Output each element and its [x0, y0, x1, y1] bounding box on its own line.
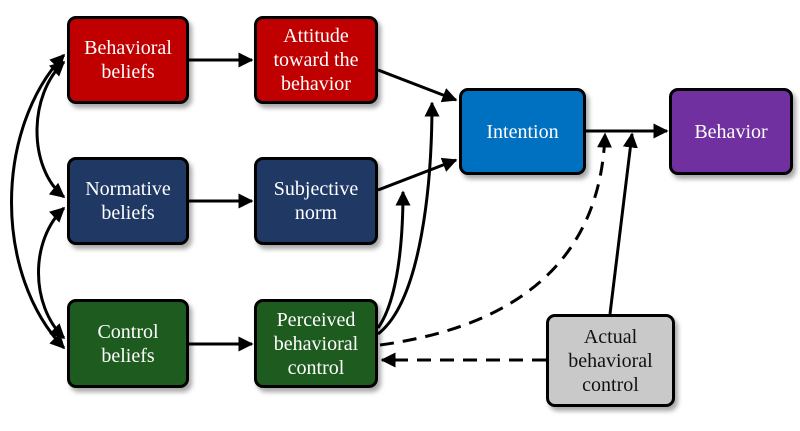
attitude-line-3: behavior: [281, 73, 351, 95]
behavioral-beliefs-node: Behavioral beliefs: [67, 16, 189, 104]
control-beliefs-node: Control beliefs: [67, 299, 189, 388]
attitude-line-1: Attitude: [283, 25, 349, 47]
behavior-node: Behavior: [669, 88, 793, 175]
arrow-perceived-control-to-intention: [377, 101, 440, 336]
subjective-norm-node: Subjective norm: [254, 157, 378, 245]
normative-beliefs-line-1: Normative: [85, 178, 171, 200]
arrow-attitude-to-intention: [377, 68, 458, 103]
actual-control-line-2: behavioral: [568, 349, 653, 372]
dashed-arrow-perceived-control-to-intention-behavior: [379, 132, 613, 347]
arrow-perceived-control-to-subjective-norm-path: [376, 190, 411, 329]
intention-node: Intention: [459, 88, 586, 175]
behavioral-beliefs-line-2: beliefs: [101, 61, 155, 83]
actual-behavioral-control-node: Actual behavioral control: [546, 314, 675, 407]
perceived-control-line-1: Perceived: [276, 308, 356, 331]
perceived-control-line-3: control: [287, 356, 345, 379]
attitude-node: Attitude toward the behavior: [254, 16, 378, 104]
arrow-subjective-norm-to-intention: [377, 157, 458, 192]
perceived-control-line-2: behavioral: [273, 332, 359, 355]
actual-control-line-3: control: [582, 373, 639, 396]
attitude-line-2: toward the: [273, 49, 359, 71]
actual-control-line-1: Actual: [583, 325, 638, 348]
normative-beliefs-node: Normative beliefs: [67, 157, 189, 245]
behavior-label: Behavior: [694, 120, 768, 143]
behavioral-beliefs-line-1: Behavioral: [84, 37, 172, 59]
subjective-norm-line-2: norm: [294, 202, 338, 224]
arrow-actual-control-to-behavior: [608, 132, 638, 315]
intention-label: Intention: [486, 120, 559, 143]
subjective-norm-line-1: Subjective: [273, 178, 359, 200]
control-beliefs-line-1: Control: [97, 320, 159, 343]
perceived-behavioral-control-node: Perceived behavioral control: [254, 299, 378, 388]
curved-arrow-behavioral-control: [10, 53, 66, 350]
control-beliefs-line-2: beliefs: [101, 344, 155, 367]
curved-arrow-behavioral-normative: [35, 60, 66, 199]
normative-beliefs-line-2: beliefs: [101, 202, 155, 224]
